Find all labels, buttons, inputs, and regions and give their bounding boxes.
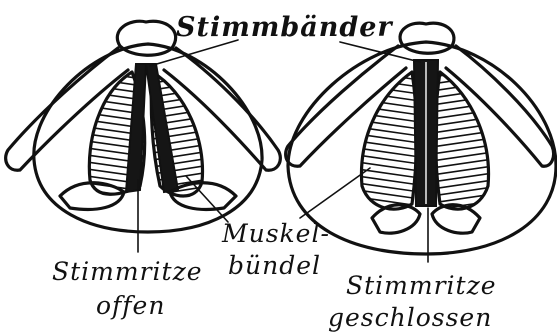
label-muscle-bundle-line2: bündel xyxy=(228,251,321,280)
label-glottis-open-line2: offen xyxy=(96,291,165,320)
right-arm-closed xyxy=(446,46,554,166)
label-glottis-closed-line2: geschlossen xyxy=(328,303,492,332)
label-muscle-bundle-line1: Muskel- xyxy=(221,219,330,248)
label-glottis-closed-line1: Stimmritze xyxy=(346,271,497,300)
left-arm-closed xyxy=(286,46,406,166)
muscle-fibres-closed-left xyxy=(350,70,420,227)
arytenoid-knob-open xyxy=(117,21,175,55)
muscle-fibre xyxy=(350,210,420,220)
muscle-fibre xyxy=(350,217,420,227)
larynx-open xyxy=(6,21,281,232)
label-glottis-open-line1: Stimmritze xyxy=(52,257,203,286)
leader-muscle-right xyxy=(300,168,370,218)
arytenoid-knob-closed xyxy=(400,23,454,53)
label-vocal-cords: Stimmbänder xyxy=(176,12,393,43)
